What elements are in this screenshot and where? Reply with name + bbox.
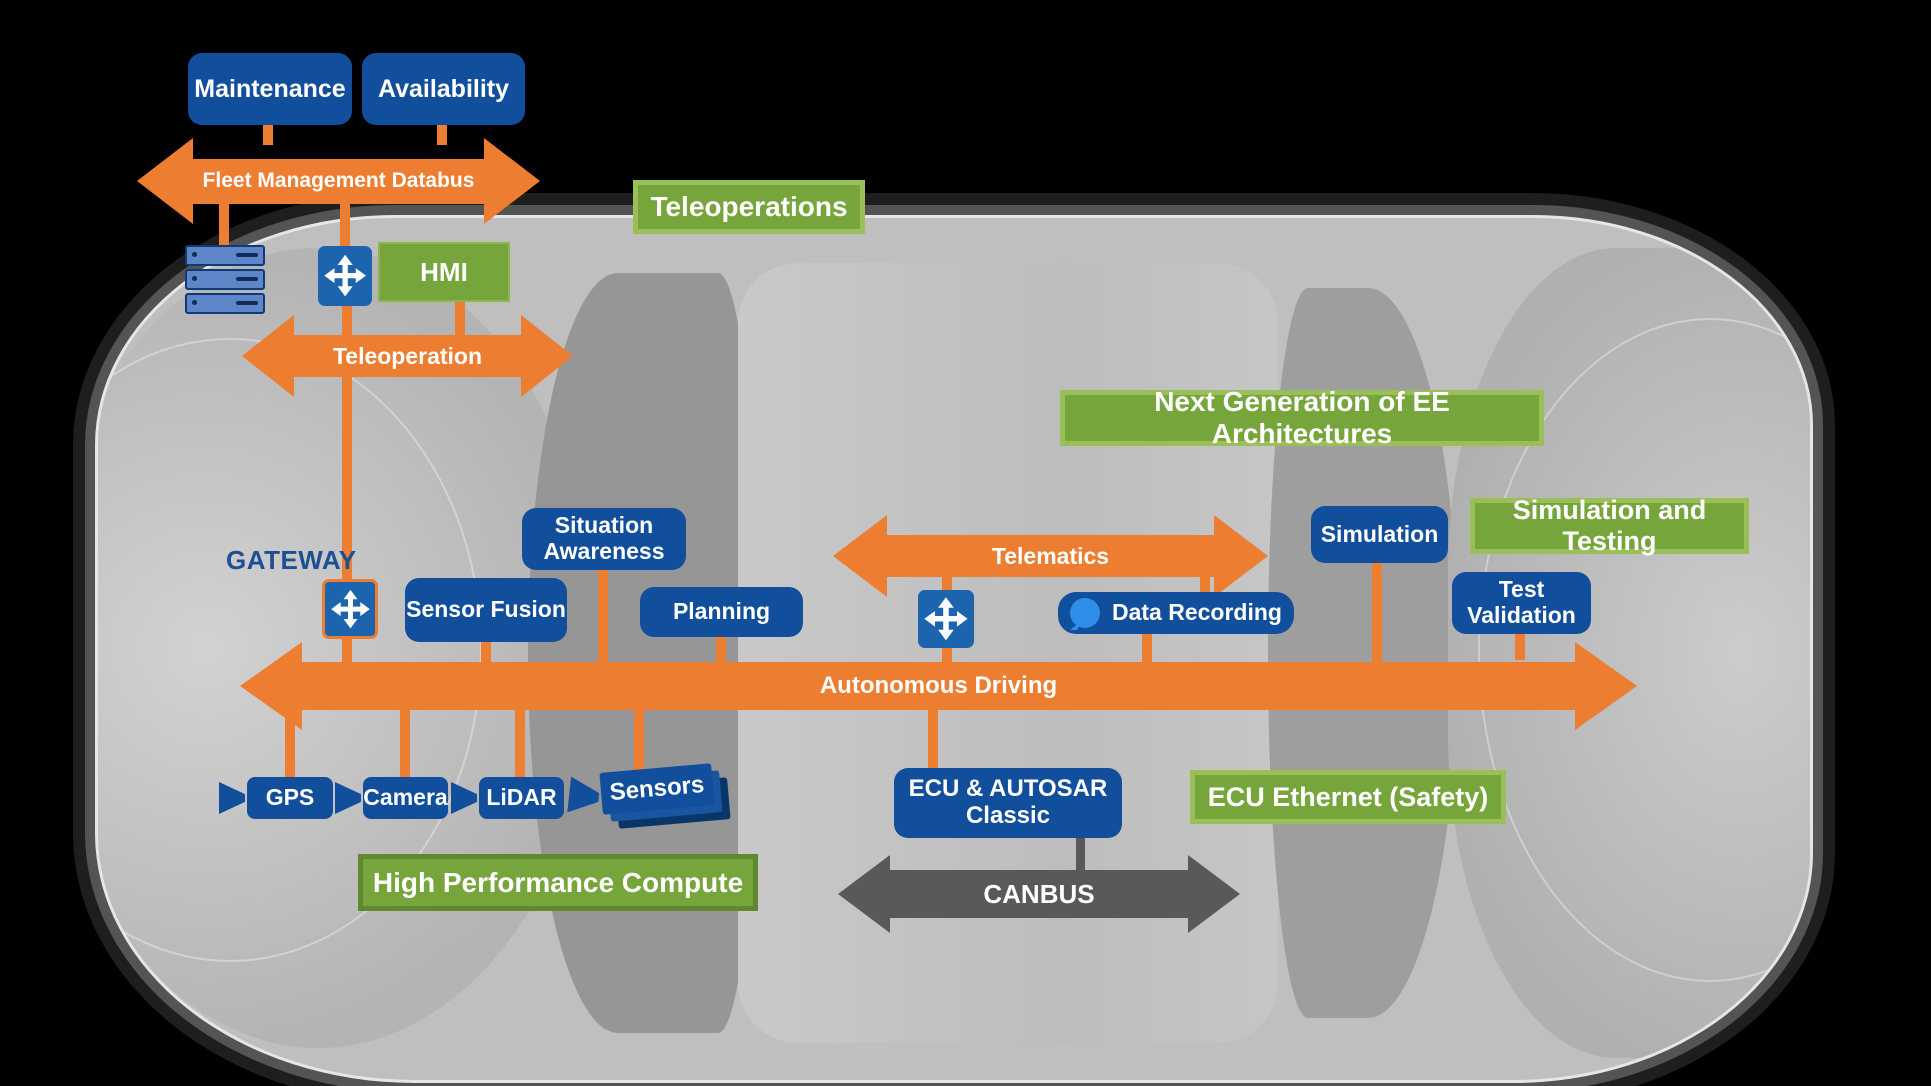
server-unit bbox=[185, 269, 265, 290]
node-situation-awareness: Situation Awareness bbox=[522, 508, 686, 570]
arrowhead-right-icon bbox=[521, 315, 573, 397]
connector-ecu-canbus bbox=[1076, 836, 1085, 876]
telematics-bus-label: Telematics bbox=[886, 535, 1215, 577]
four-way-move-arrow-icon bbox=[330, 587, 371, 631]
node-test-validation: Test Validation bbox=[1452, 572, 1591, 634]
connector-autonomousbus-ecu bbox=[928, 708, 938, 770]
connector-hmi-teleoperationbus bbox=[455, 300, 465, 342]
node-maintenance: Maintenance bbox=[188, 53, 352, 125]
server-stack-icon bbox=[185, 245, 265, 314]
data-recording-label: Data Recording bbox=[1112, 599, 1282, 626]
connector-sensor-fusion-autonomousbus bbox=[481, 640, 491, 668]
connector-autonomousbus-gps bbox=[285, 708, 295, 780]
arrowhead-right-icon bbox=[1575, 642, 1637, 730]
arrowhead-left-icon bbox=[838, 855, 890, 933]
fleet-bus-label: Fleet Management Databus bbox=[192, 158, 485, 204]
arrowhead-right-icon bbox=[484, 138, 540, 224]
callout-simulation-and-testing: Simulation and Testing bbox=[1470, 495, 1749, 556]
node-planning: Planning bbox=[640, 587, 803, 637]
node-camera: Camera bbox=[363, 777, 448, 819]
callout-ecu-ethernet-safety: ECU Ethernet (Safety) bbox=[1190, 770, 1506, 824]
arrowhead-left-icon bbox=[833, 515, 887, 597]
connector-maintenance-fleetbus bbox=[263, 123, 273, 145]
autonomous-driving-bus-arrow: Autonomous Driving bbox=[240, 642, 1637, 730]
arrowhead-left-icon bbox=[240, 642, 302, 730]
gateway1-icon bbox=[318, 246, 372, 306]
canbus-arrow: CANBUS bbox=[838, 855, 1240, 933]
connector-situation-awareness-autonomousbus bbox=[598, 566, 608, 666]
connector-simulation-autonomousbus bbox=[1372, 561, 1382, 667]
server-unit bbox=[185, 293, 265, 314]
callout-high-performance-compute: High Performance Compute bbox=[358, 854, 758, 911]
callout-teleoperations: Teleoperations bbox=[633, 180, 865, 234]
four-way-move-arrow-icon bbox=[923, 595, 969, 643]
node-hmi: HMI bbox=[378, 242, 510, 302]
connector-datarecording-autonomousbus bbox=[1142, 632, 1152, 668]
node-sensors-stack: Sensors bbox=[599, 763, 733, 830]
connector-fleetbus-server bbox=[219, 200, 229, 248]
connector-autonomousbus-sensors bbox=[634, 708, 644, 774]
node-sensor-fusion: Sensor Fusion bbox=[405, 578, 567, 642]
speech-bubble-icon bbox=[1070, 598, 1100, 628]
node-gps: GPS bbox=[247, 777, 333, 819]
four-way-move-arrow-icon bbox=[323, 251, 367, 300]
connector-gateway1-gateway2-autonomousbus bbox=[342, 303, 352, 663]
gateway3-icon bbox=[918, 590, 974, 648]
canbus-label: CANBUS bbox=[889, 870, 1189, 918]
teleoperation-bus-label: Teleoperation bbox=[293, 335, 522, 377]
connector-autonomousbus-camera bbox=[400, 708, 410, 780]
connector-planning-autonomousbus bbox=[716, 633, 726, 667]
connector-fleetbus-gateway1 bbox=[340, 200, 350, 250]
telematics-bus-arrow: Telematics bbox=[833, 515, 1268, 597]
connector-telematics-datarecording bbox=[1200, 575, 1210, 597]
node-lidar: LiDAR bbox=[479, 777, 564, 819]
node-availability: Availability bbox=[362, 53, 525, 125]
node-simulation: Simulation bbox=[1311, 506, 1448, 563]
node-ecu-autosar-classic: ECU & AUTOSAR Classic bbox=[894, 768, 1122, 838]
server-unit bbox=[185, 245, 265, 266]
arrowhead-right-icon bbox=[1214, 515, 1268, 597]
connector-autonomousbus-lidar bbox=[515, 708, 525, 780]
fleet-management-databus-arrow: Fleet Management Databus bbox=[137, 138, 540, 224]
connector-testvalidation-autonomousbus bbox=[1515, 632, 1525, 660]
arrowhead-left-icon bbox=[242, 315, 294, 397]
autonomous-bus-label: Autonomous Driving bbox=[301, 662, 1576, 710]
callout-next-generation: Next Generation of EE Architectures bbox=[1060, 386, 1544, 449]
gateway-text-label: GATEWAY bbox=[226, 545, 357, 575]
teleoperation-bus-arrow: Teleoperation bbox=[242, 315, 573, 397]
gateway2-icon bbox=[322, 579, 378, 639]
connector-availability-fleetbus bbox=[437, 123, 447, 145]
arrowhead-left-icon bbox=[137, 138, 193, 224]
arrowhead-right-icon bbox=[1188, 855, 1240, 933]
node-data-recording: Data Recording bbox=[1058, 592, 1294, 634]
